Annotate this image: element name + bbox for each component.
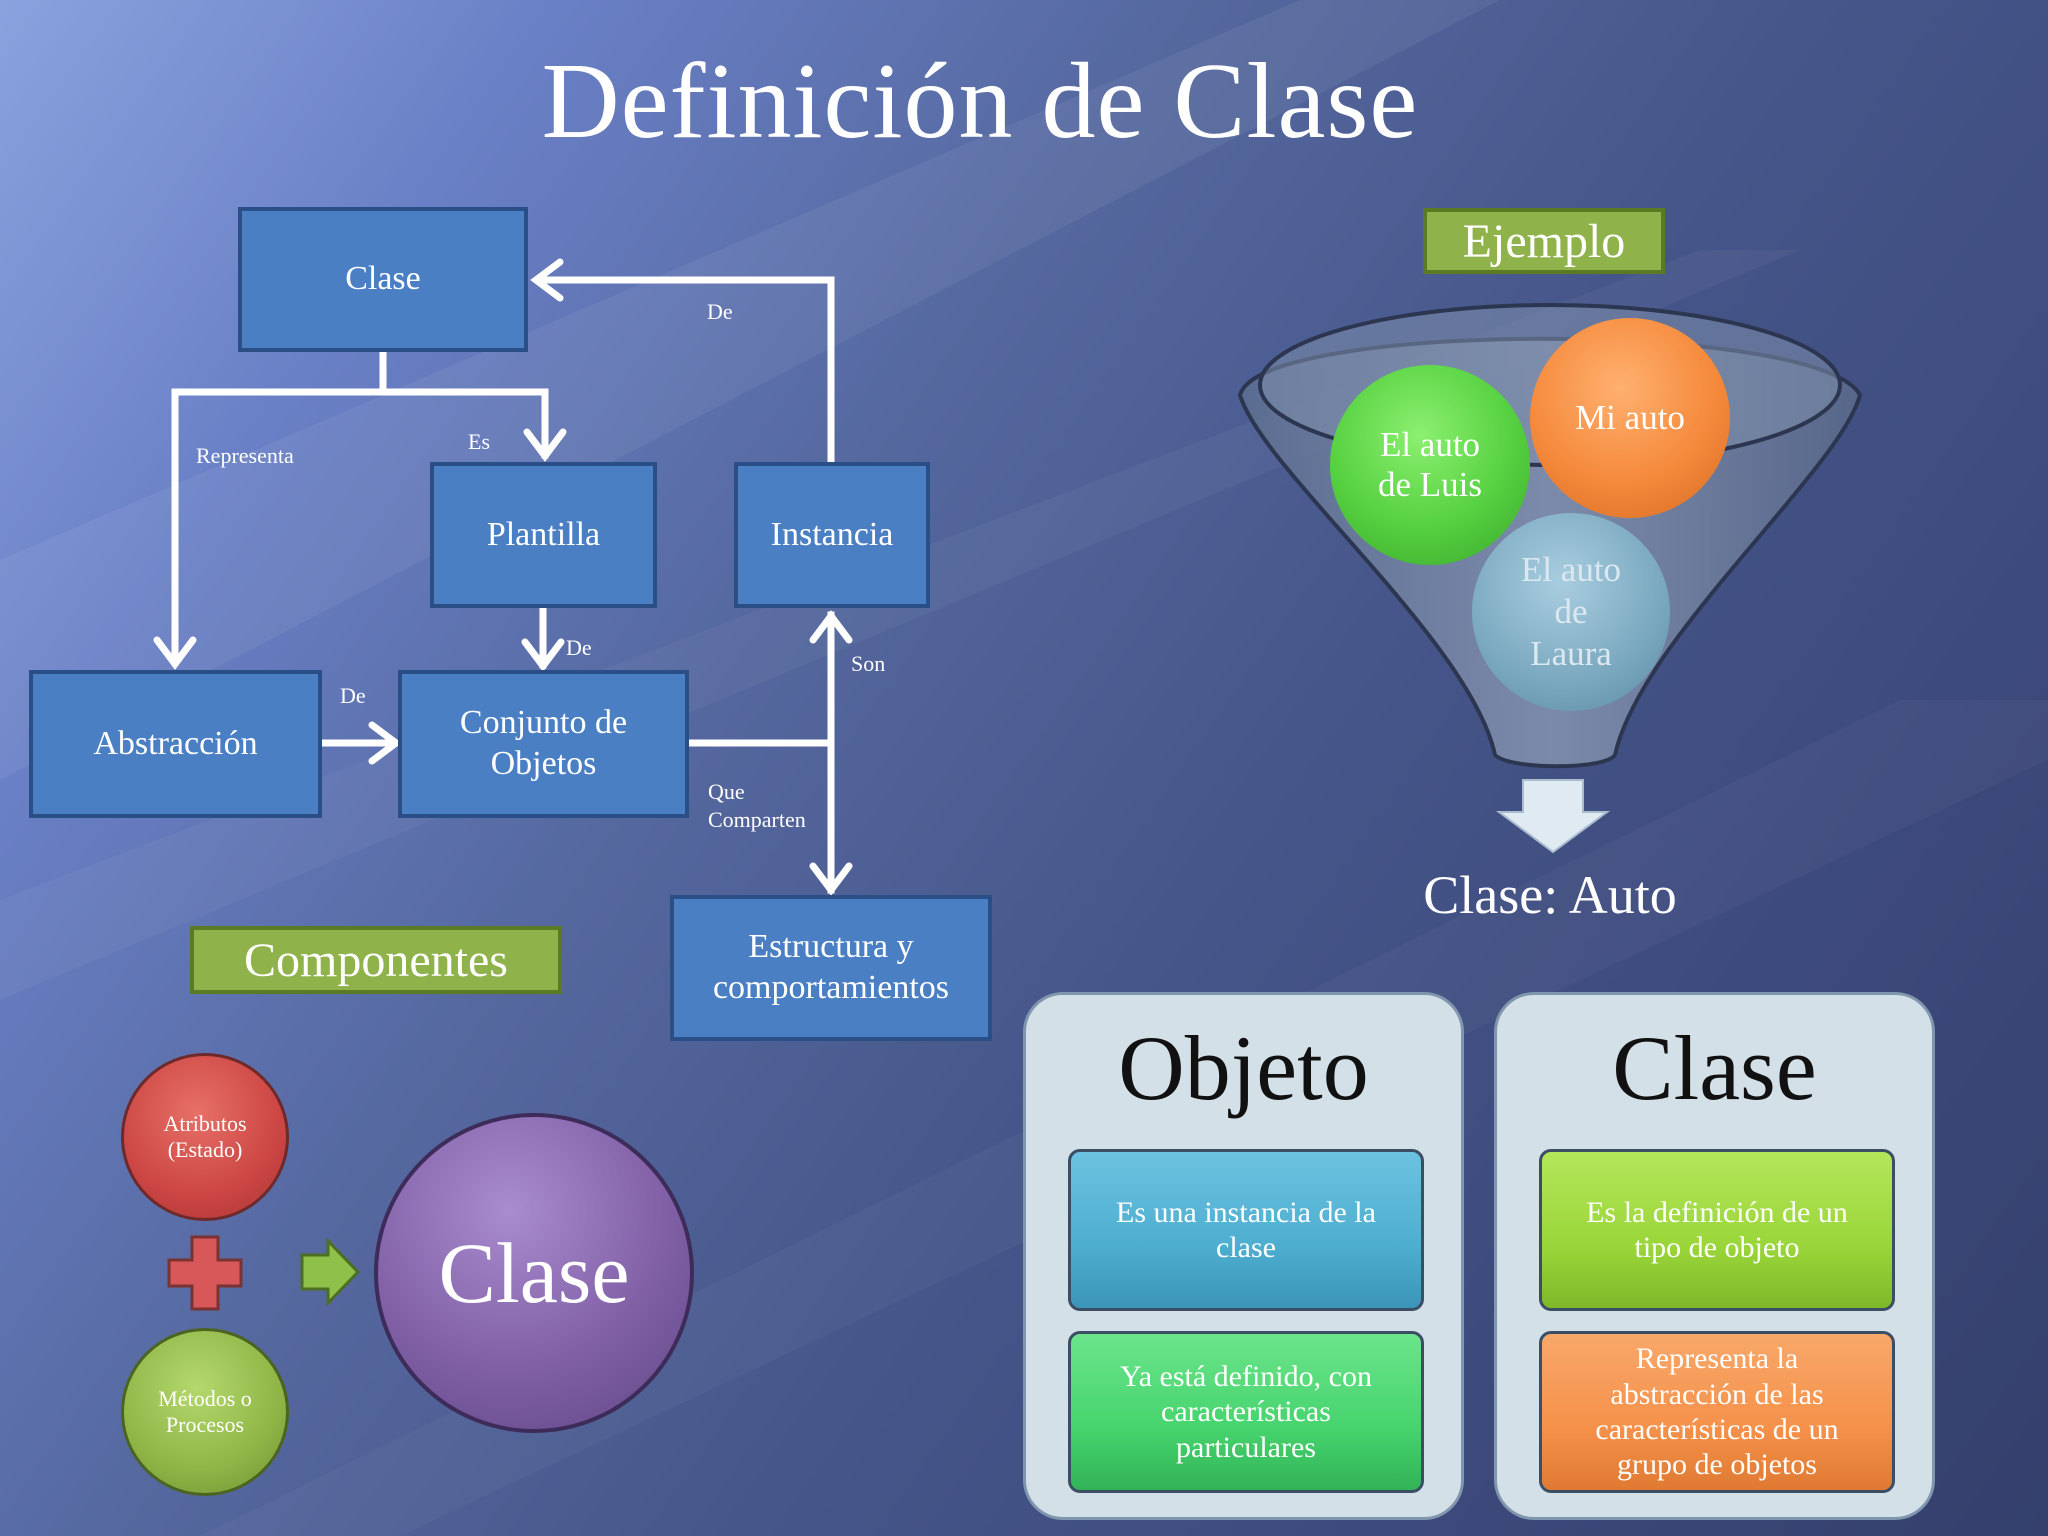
componentes-clase-label: Clase: [438, 1225, 630, 1321]
label-que-comparten: Que Comparten: [708, 779, 806, 832]
instancia-box: Instancia: [734, 462, 930, 608]
ejemplo-tag: Ejemplo: [1423, 208, 1665, 274]
plantilla-box: Plantilla: [430, 462, 657, 608]
clase-panel-title: Clase: [1612, 1017, 1817, 1119]
clase-card-representa-text: Representa la abstracción de las caracte…: [1595, 1342, 1839, 1482]
objeto-card-definido-text: Ya está definido, con características pa…: [1120, 1359, 1372, 1464]
metodos-circle: Métodos o Procesos: [121, 1328, 289, 1496]
abstraccion-box-label: Abstracción: [93, 724, 258, 762]
luis-auto-label: El auto de Luis: [1377, 424, 1482, 504]
conjunto-box: Conjunto de Objetos: [398, 670, 689, 818]
plantilla-box-label: Plantilla: [486, 515, 601, 553]
clase-card-representa: Representa la abstracción de las caracte…: [1539, 1331, 1895, 1493]
clase-panel: Clase Es la definición de un tipo de obj…: [1494, 992, 1935, 1520]
objeto-panel: Objeto Es una instancia de la clase Ya e…: [1023, 992, 1464, 1520]
label-es: Es: [468, 429, 490, 454]
conjunto-box-label: Conjunto de Objetos: [459, 704, 628, 782]
clase-auto-label: Clase: Auto: [1423, 865, 1677, 925]
right-arrow-icon: [300, 1237, 361, 1307]
plus-icon: [167, 1235, 243, 1311]
atributos-circle: Atributos (Estado): [121, 1053, 289, 1221]
label-de-top: De: [707, 299, 733, 324]
clase-card-definicion-text: Es la definición de un tipo de objeto: [1586, 1195, 1848, 1264]
luis-auto-circle: El auto de Luis: [1330, 365, 1530, 565]
mi-auto-label: Mi auto: [1575, 398, 1685, 437]
estructura-box: Estructura y comportamientos: [670, 895, 992, 1041]
objeto-card-definido: Ya está definido, con características pa…: [1068, 1331, 1424, 1493]
atributos-label: Atributos (Estado): [163, 1110, 247, 1162]
abstraccion-box: Abstracción: [29, 670, 322, 818]
clase-box-label: Clase: [345, 260, 421, 298]
label-representa: Representa: [196, 443, 294, 468]
objeto-card-instancia-text: Es una instancia de la clase: [1116, 1195, 1376, 1264]
componentes-clase-circle: Clase: [374, 1113, 694, 1433]
instancia-box-label: Instancia: [770, 515, 894, 553]
label-de-mid: De: [566, 635, 592, 660]
componentes-tag: Componentes: [190, 926, 562, 994]
componentes-tag-label: Componentes: [244, 933, 508, 987]
page-title: Definición de Clase: [541, 42, 1419, 161]
laura-auto-circle: El auto de Laura: [1472, 513, 1670, 711]
metodos-label: Métodos o Procesos: [158, 1385, 252, 1437]
clase-card-definicion: Es la definición de un tipo de objeto: [1539, 1149, 1895, 1311]
label-son: Son: [851, 651, 886, 676]
label-de-left: De: [340, 683, 366, 708]
laura-auto-label: El auto de Laura: [1520, 550, 1622, 673]
clase-box: Clase: [238, 207, 528, 352]
objeto-panel-title: Objeto: [1118, 1017, 1369, 1119]
mi-auto-circle: Mi auto: [1530, 318, 1730, 518]
estructura-box-label: Estructura y comportamientos: [712, 928, 950, 1006]
objeto-card-instancia: Es una instancia de la clase: [1068, 1149, 1424, 1311]
ejemplo-tag-label: Ejemplo: [1462, 214, 1626, 268]
